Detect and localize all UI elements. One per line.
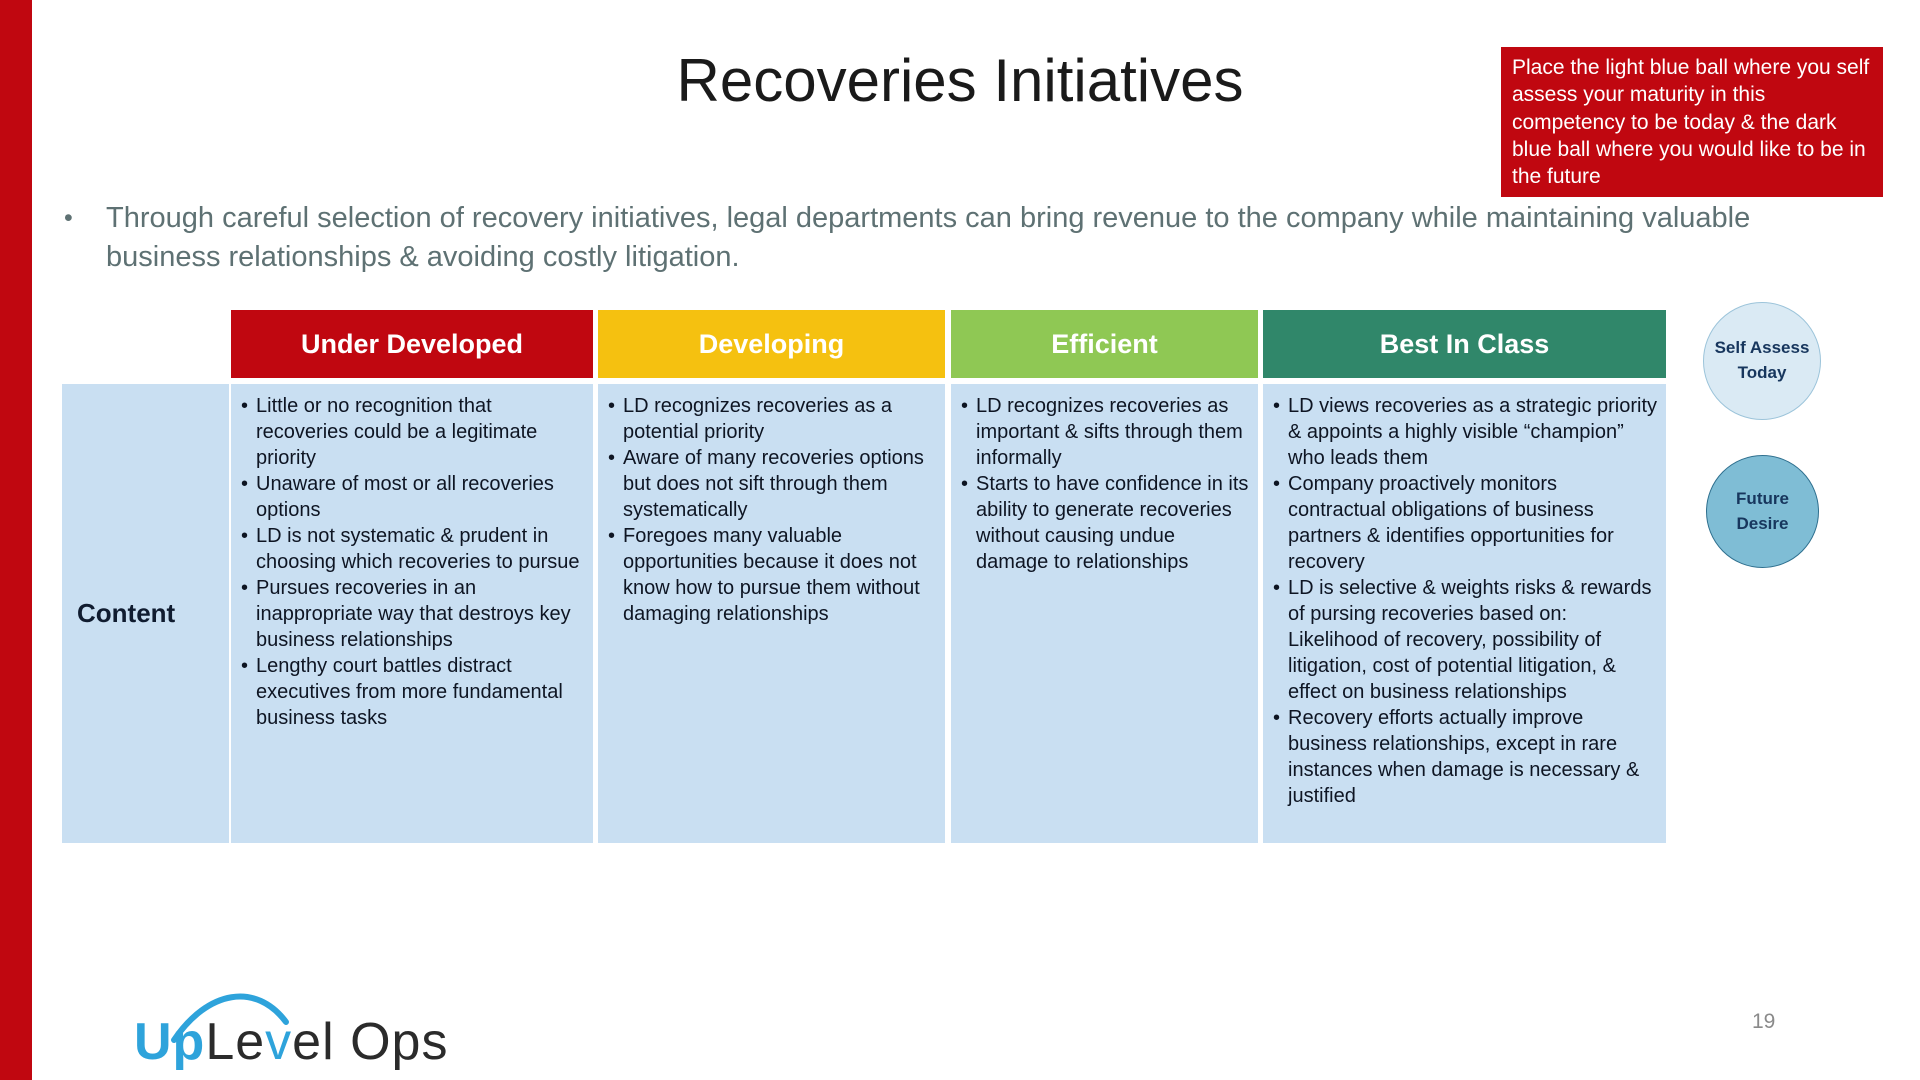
cell-bullet: • LD views recoveries as a strategic prio…	[1271, 393, 1658, 471]
row-label-content: Content	[62, 384, 229, 843]
bullet-text: Company proactively monitors contractual…	[1288, 473, 1614, 573]
bullet-marker-icon: •	[608, 525, 616, 547]
intro-text: Through careful selection of recovery in…	[106, 202, 1751, 273]
logo-up: Up	[134, 1013, 206, 1071]
cell-bullet: • LD recognizes recoveries as a potential…	[606, 393, 937, 445]
column-header-best-in-class: Best In Class	[1263, 310, 1666, 378]
uplevel-ops-logo: UpLevel Ops	[134, 993, 494, 1074]
cell-bullet: • Starts to have confidence in its abilit…	[959, 471, 1250, 575]
bullet-text: LD is selective & weights risks & reward…	[1288, 577, 1652, 703]
bullet-text: LD views recoveries as a strategic prior…	[1288, 395, 1658, 469]
bullet-text: Foregoes many valuable opportunities bec…	[623, 525, 920, 625]
logo-rest: el Ops	[292, 1013, 449, 1071]
cell-bullet: • Recovery efforts actually improve busin…	[1271, 705, 1658, 809]
self-assess-today-ball[interactable]: Self Assess Today	[1703, 302, 1821, 420]
cell-bullet: • LD is selective & weights risks & rewar…	[1271, 575, 1658, 705]
bullet-text: Aware of many recoveries options but doe…	[623, 447, 924, 521]
cell-bullet: • Pursues recoveries in an inappropriate …	[239, 575, 585, 653]
column-header-under-developed: Under Developed	[231, 310, 593, 378]
column-body-best-in-class: • LD views recoveries as a strategic prio…	[1263, 384, 1666, 843]
column-header-developing: Developing	[598, 310, 945, 378]
bullet-marker-icon: •	[1273, 473, 1281, 495]
logo-text: UpLevel Ops	[134, 1012, 448, 1072]
cell-bullet: • Company proactively monitors contractua…	[1271, 471, 1658, 575]
column-header-efficient: Efficient	[951, 310, 1258, 378]
cell-bullet: • LD recognizes recoveries as important &…	[959, 393, 1250, 471]
future-desire-ball[interactable]: Future Desire	[1706, 455, 1819, 568]
bullet-text: LD is not systematic & prudent in choosi…	[256, 525, 580, 573]
bullet-marker-icon: •	[241, 655, 249, 677]
column-body-developing: • LD recognizes recoveries as a potential…	[598, 384, 945, 843]
bullet-marker-icon: •	[241, 577, 249, 599]
page-title: Recoveries Initiatives	[676, 47, 1244, 114]
bullet-text: Lengthy court battles distract executive…	[256, 655, 563, 729]
cell-bullet: • Foregoes many valuable opportunities be…	[606, 523, 937, 627]
cell-bullet: • Lengthy court battles distract executiv…	[239, 653, 585, 731]
bullet-text: Little or no recognition that recoveries…	[256, 395, 538, 469]
bullet-marker-icon: •	[1273, 707, 1281, 729]
bullet-marker-icon: •	[961, 473, 969, 495]
cell-bullet: • Aware of many recoveries options but do…	[606, 445, 937, 523]
self-assess-label-line2: Today	[1737, 363, 1787, 382]
page-number: 19	[1752, 1010, 1776, 1033]
bullet-text: LD recognizes recoveries as important & …	[976, 395, 1243, 469]
logo-le: Le	[205, 1013, 266, 1071]
column-body-under-developed: • Little or no recognition that recoverie…	[231, 384, 593, 843]
bullet-text: Starts to have confidence in its ability…	[976, 473, 1249, 573]
cell-bullet: • LD is not systematic & prudent in choos…	[239, 523, 585, 575]
bullet-marker-icon: •	[241, 395, 249, 417]
logo-v: v	[265, 1013, 293, 1071]
bullet-marker-icon: •	[1273, 395, 1281, 417]
bullet-marker-icon: •	[1273, 577, 1281, 599]
bullet-marker-icon: •	[961, 395, 969, 417]
bullet-marker-icon: •	[64, 204, 73, 232]
self-assess-label-line1: Self Assess	[1714, 338, 1810, 358]
bullet-marker-icon: •	[241, 473, 249, 495]
column-body-efficient: • LD recognizes recoveries as important &…	[951, 384, 1258, 843]
bullet-text: Recovery efforts actually improve busine…	[1288, 707, 1640, 807]
intro-bullet: • Through careful selection of recovery …	[64, 199, 1756, 276]
bullet-text: Unaware of most or all recoveries option…	[256, 473, 554, 521]
cell-bullet: • Unaware of most or all recoveries optio…	[239, 471, 585, 523]
bullet-marker-icon: •	[608, 395, 616, 417]
bullet-marker-icon: •	[241, 525, 249, 547]
future-desire-label-line2: Desire	[1736, 513, 1789, 533]
row-label-text: Content	[77, 598, 176, 628]
left-accent-bar	[0, 0, 32, 1080]
instruction-note: Place the light blue ball where you self…	[1501, 47, 1883, 198]
bullet-marker-icon: •	[608, 447, 616, 469]
cell-bullet: • Little or no recognition that recoverie…	[239, 393, 585, 471]
future-desire-label-line1: Future	[1736, 488, 1789, 508]
bullet-text: LD recognizes recoveries as a potential …	[623, 395, 893, 443]
bullet-text: Pursues recoveries in an inappropriate w…	[256, 577, 571, 651]
